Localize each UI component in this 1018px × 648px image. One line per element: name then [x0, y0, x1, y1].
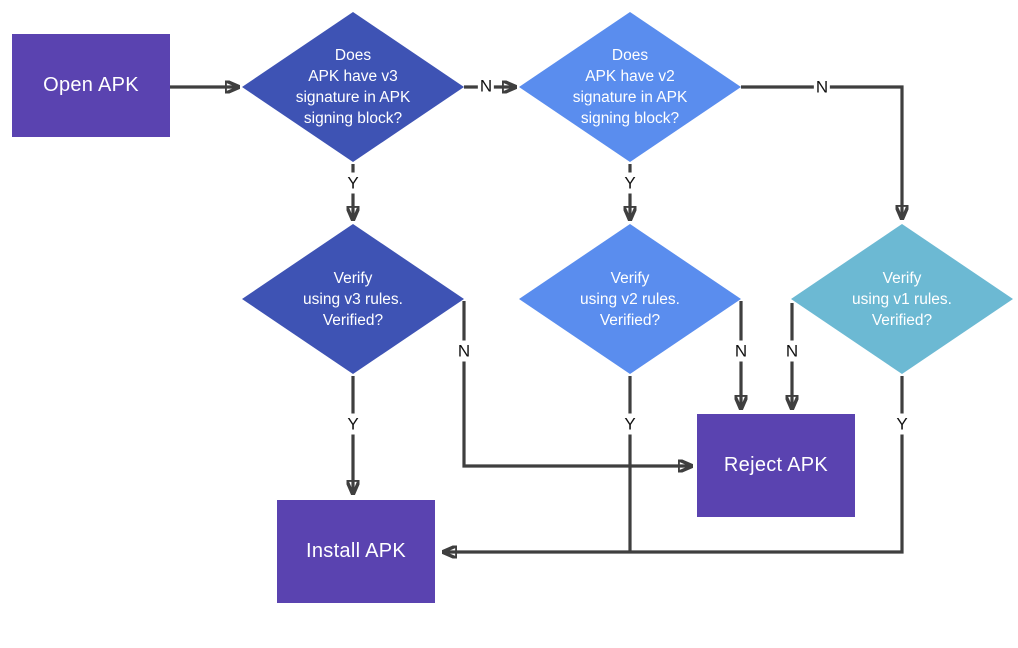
node-v1-verify: Verify using v1 rules. Verified?: [791, 224, 1013, 374]
edge-v2-check-to-v1-verify: [741, 85, 902, 218]
edge-label-v3-verify-no: N: [455, 340, 473, 362]
edge-label-v3-check-yes: Y: [345, 172, 361, 194]
node-reject-apk: Reject APK: [697, 414, 855, 517]
edge-label-v2-check-no: N: [813, 76, 831, 98]
edge-label-v2-verify-no: N: [732, 340, 750, 362]
edge-label-v3-verify-yes: Y: [345, 413, 361, 435]
edge-label-v2-verify-yes: Y: [622, 413, 638, 435]
edge-label-v2-check-yes: Y: [622, 172, 638, 194]
node-v2-signature-check: Does APK have v2 signature in APK signin…: [519, 12, 741, 162]
node-open-apk: Open APK: [12, 34, 170, 137]
edge-label-v1-verify-no: N: [783, 340, 801, 362]
edge-label-v3-check-no: N: [477, 75, 495, 97]
node-v3-signature-check: Does APK have v3 signature in APK signin…: [242, 12, 464, 162]
node-v3-verify: Verify using v3 rules. Verified?: [242, 224, 464, 374]
node-v2-verify: Verify using v2 rules. Verified?: [519, 224, 741, 374]
edge-label-v1-verify-yes: Y: [894, 413, 910, 435]
node-install-apk: Install APK: [277, 500, 435, 603]
